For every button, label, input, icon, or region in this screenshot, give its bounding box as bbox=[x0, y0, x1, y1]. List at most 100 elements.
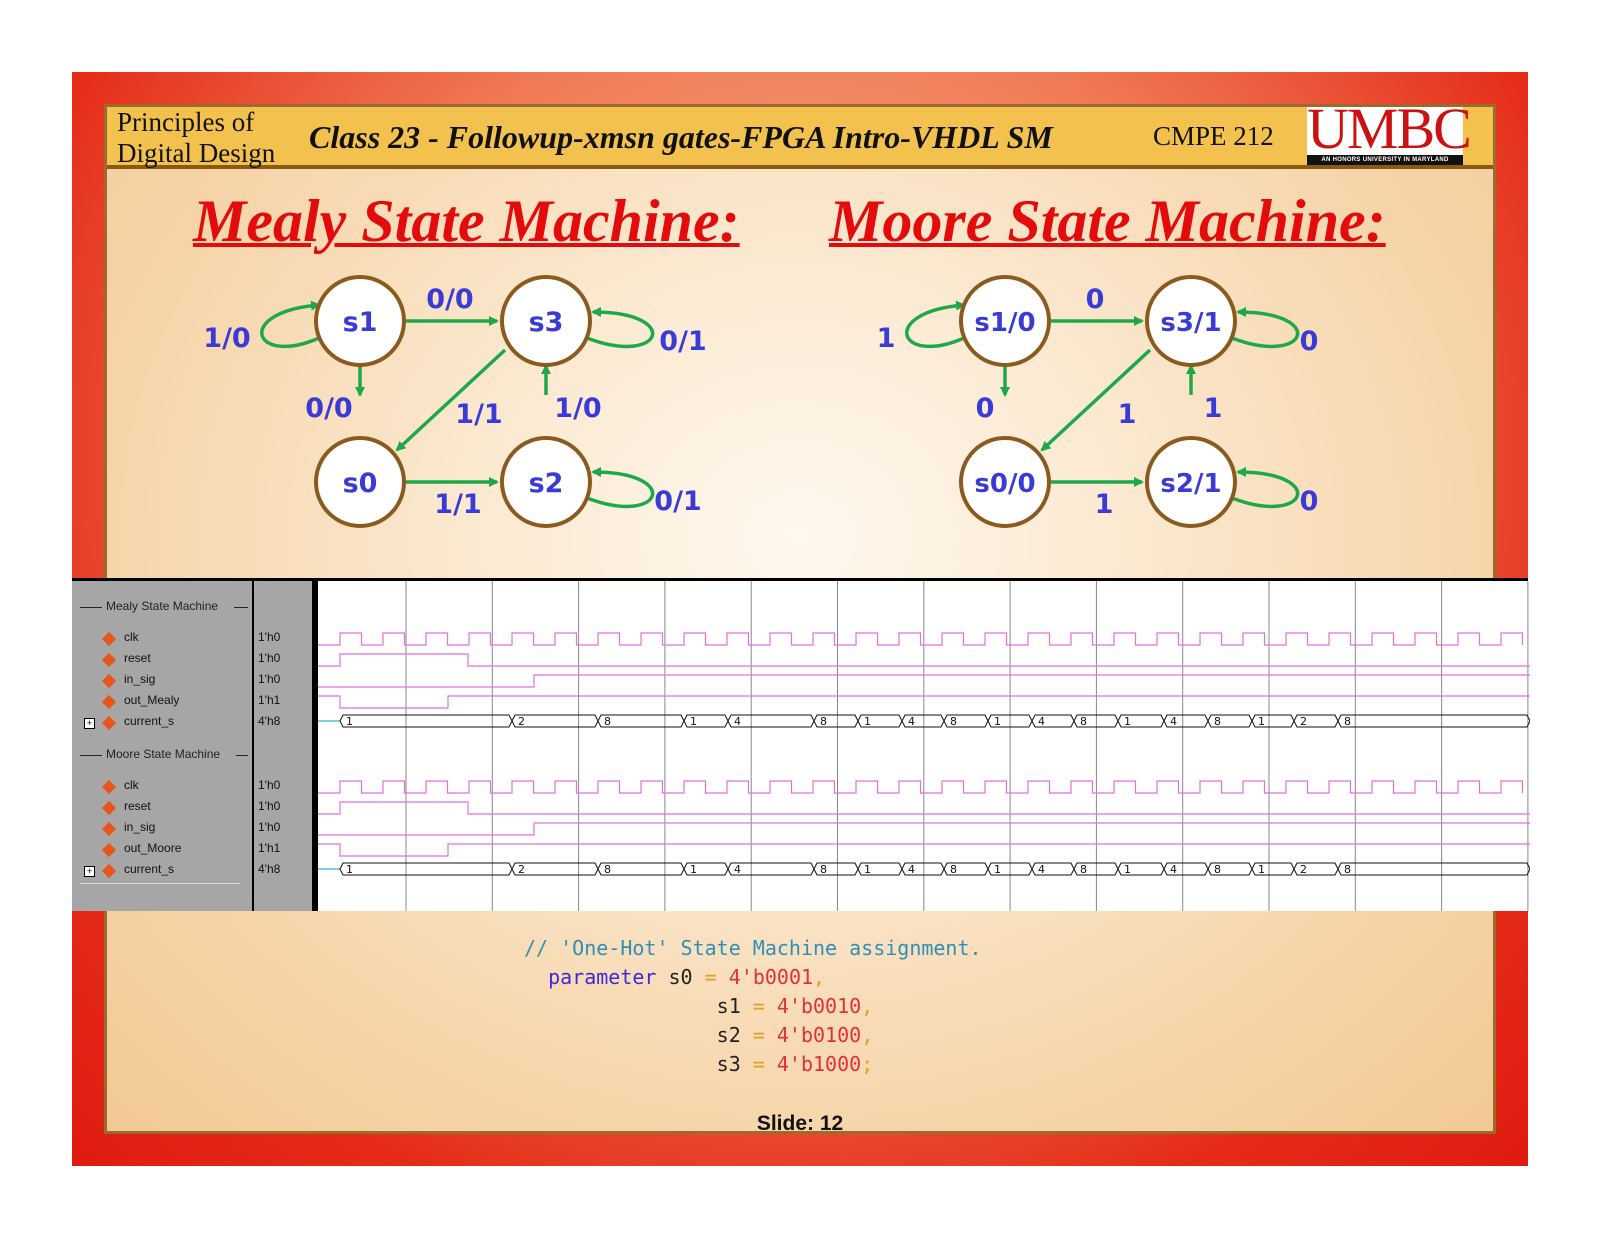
bus-value: 4 bbox=[1038, 715, 1045, 728]
expand-icon[interactable]: + bbox=[84, 866, 95, 877]
bus-value: 8 bbox=[1344, 715, 1351, 728]
edge-s3-s0 bbox=[1040, 348, 1152, 452]
signal-icon bbox=[101, 821, 117, 837]
bus-value: 4 bbox=[734, 715, 741, 728]
bus-value: 4 bbox=[734, 863, 741, 876]
clk-trace bbox=[318, 780, 1524, 794]
signal-icon bbox=[101, 715, 117, 731]
state-label-s0: s0/0 bbox=[974, 469, 1035, 499]
reset-trace bbox=[318, 653, 1530, 667]
signal-current-s[interactable]: current_s bbox=[124, 714, 175, 728]
signal-in-sig[interactable]: in_sig bbox=[124, 820, 156, 834]
value-reset: 1'h0 bbox=[258, 799, 281, 813]
signal-current-s[interactable]: current_s bbox=[124, 862, 175, 876]
edge-label-s3-s0: 1 bbox=[1118, 399, 1137, 430]
signal-name-pane: Mealy State Machine clk reset in_sig out… bbox=[72, 581, 254, 911]
group-label-moore[interactable]: Moore State Machine bbox=[106, 747, 221, 761]
signal-icon bbox=[101, 779, 117, 795]
edge-label-s3-s3: 0 bbox=[1300, 326, 1319, 357]
bus-value: 2 bbox=[518, 863, 525, 876]
code-value-s0: 4'b0001 bbox=[728, 965, 814, 989]
edge-s2-s2 bbox=[1231, 467, 1300, 509]
bus-value: 1 bbox=[1124, 715, 1131, 728]
state-s3 bbox=[1145, 275, 1237, 367]
value-current-s: 4'h8 bbox=[258, 714, 281, 728]
bus-value: 1 bbox=[690, 863, 697, 876]
edge-label-s1-s3: 0/0 bbox=[426, 284, 473, 315]
bus-value: 8 bbox=[604, 863, 611, 876]
bus-value: 1 bbox=[690, 715, 697, 728]
signal-icon bbox=[101, 673, 117, 689]
edge-s3-s3 bbox=[1231, 307, 1300, 349]
bus-value: 8 bbox=[604, 715, 611, 728]
divider bbox=[80, 607, 102, 608]
signal-clk[interactable]: clk bbox=[124, 778, 139, 792]
mealy-heading: Mealy State Machine: bbox=[193, 188, 740, 254]
code-snippet: // 'One-Hot' State Machine assignment. p… bbox=[524, 936, 982, 1076]
out-trace bbox=[318, 843, 1530, 857]
bus-value: 2 bbox=[1300, 863, 1307, 876]
value-current-s: 4'h8 bbox=[258, 862, 281, 876]
bus-value: 8 bbox=[1344, 863, 1351, 876]
signal-reset[interactable]: reset bbox=[124, 651, 151, 665]
code-id-s1: s1 bbox=[716, 994, 741, 1018]
signal-clk[interactable]: clk bbox=[124, 630, 139, 644]
code-value-s1: 4'b0010 bbox=[776, 994, 862, 1018]
edge-label-s2-s2: 0 bbox=[1300, 486, 1319, 517]
bus-value: 1 bbox=[1258, 863, 1265, 876]
signal-out-moore[interactable]: out_Moore bbox=[124, 841, 182, 855]
bus-value: 1 bbox=[864, 863, 871, 876]
bus-value: 8 bbox=[1080, 863, 1087, 876]
bus-value: 8 bbox=[820, 863, 827, 876]
bus-segment bbox=[339, 862, 513, 876]
out-trace bbox=[318, 695, 1530, 709]
logo-tagline: AN HONORS UNIVERSITY IN MARYLAND bbox=[1307, 155, 1463, 165]
signal-icon bbox=[101, 652, 117, 668]
edge-s3-s0 bbox=[395, 348, 507, 452]
code-keyword: parameter bbox=[548, 965, 657, 989]
signal-in-sig[interactable]: in_sig bbox=[124, 672, 156, 686]
value-in-sig: 1'h0 bbox=[258, 672, 281, 686]
bus-value: 2 bbox=[518, 715, 525, 728]
in-sig-trace bbox=[318, 674, 1530, 688]
moore-heading: Moore State Machine: bbox=[829, 188, 1386, 254]
bus-value: 4 bbox=[908, 715, 915, 728]
bus-value: 8 bbox=[950, 863, 957, 876]
signal-value-pane: 1'h0 1'h0 1'h0 1'h1 4'h8 1'h0 1'h0 1'h0 … bbox=[254, 581, 314, 911]
edge-label-s3-s0: 1/1 bbox=[455, 399, 502, 430]
expand-icon[interactable]: + bbox=[84, 718, 95, 729]
umbc-logo: UMBC AN HONORS UNIVERSITY IN MARYLAND bbox=[1307, 99, 1472, 165]
bus-value: 1 bbox=[1124, 863, 1131, 876]
bus-value: 2 bbox=[1300, 715, 1307, 728]
state-label-s3: s3 bbox=[529, 307, 564, 338]
bus-value: 8 bbox=[1214, 863, 1221, 876]
class-title: Class 23 - Followup-xmsn gates-FPGA Intr… bbox=[309, 119, 1053, 155]
edge-s3-s3 bbox=[586, 307, 655, 349]
edge-label-s0-s1: 0/0 bbox=[305, 393, 352, 424]
edge-label-s2-s2: 0/1 bbox=[654, 486, 701, 517]
course-name: Principles of Digital Design bbox=[117, 107, 275, 169]
bus-value: 8 bbox=[820, 715, 827, 728]
edge-s1-s1 bbox=[260, 300, 321, 349]
signal-icon bbox=[101, 694, 117, 710]
edge-label-s1-s3: 0 bbox=[1086, 284, 1105, 315]
signal-reset[interactable]: reset bbox=[124, 799, 151, 813]
bus-value: 4 bbox=[908, 863, 915, 876]
value-clk: 1'h0 bbox=[258, 630, 281, 644]
bus-value: 8 bbox=[950, 715, 957, 728]
code-value-s3: 4'b1000 bbox=[776, 1052, 862, 1076]
bus-segment bbox=[339, 714, 513, 728]
signal-icon bbox=[101, 631, 117, 647]
signal-out-mealy[interactable]: out_Mealy bbox=[124, 693, 180, 707]
code-value-s2: 4'b0100 bbox=[776, 1023, 862, 1047]
group-label-mealy[interactable]: Mealy State Machine bbox=[106, 599, 219, 613]
state-label-s1: s1 bbox=[343, 307, 378, 338]
edge-label-s0-s2: 1 bbox=[1095, 489, 1114, 520]
bus-value: 1 bbox=[346, 715, 353, 728]
signal-icon bbox=[101, 863, 117, 879]
bus-value: 1 bbox=[1258, 715, 1265, 728]
edge-label-s3-s3: 0/1 bbox=[659, 326, 706, 357]
header-bar: Principles of Digital Design Class 23 - … bbox=[107, 99, 1493, 169]
